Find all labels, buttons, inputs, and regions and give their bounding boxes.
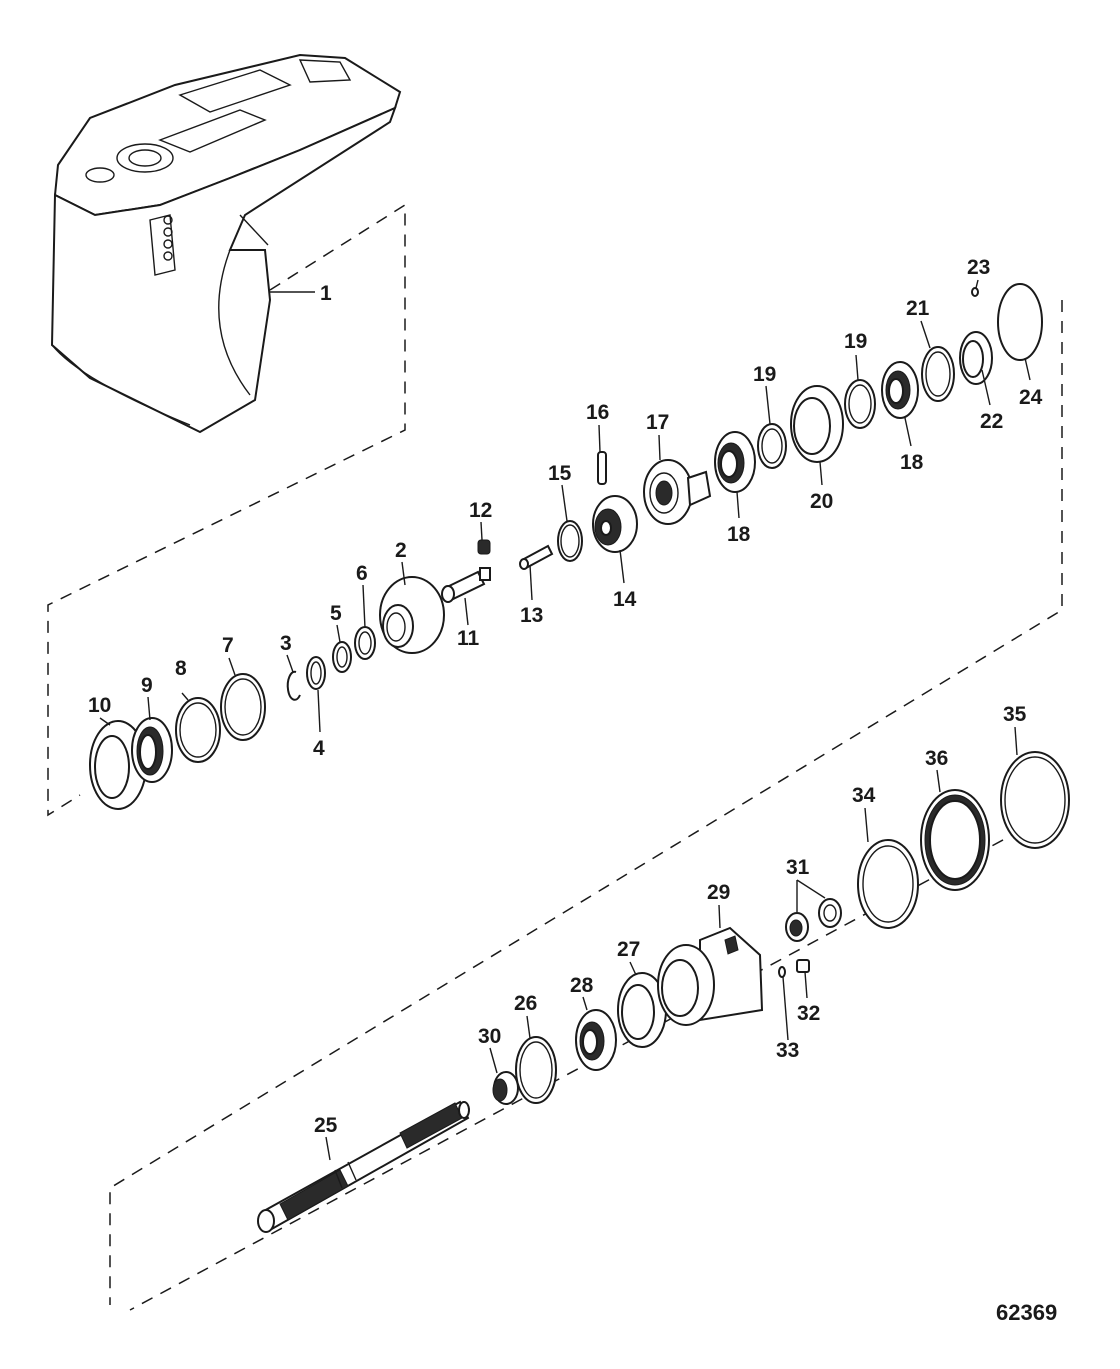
callout-25: 25 (314, 1114, 338, 1137)
callout-31: 31 (786, 856, 810, 879)
callout-5: 5 (330, 602, 342, 625)
part-19-ring-left (757, 423, 787, 469)
callout-2: 2 (395, 539, 407, 562)
part-32-fitting (796, 959, 810, 973)
callout-19a: 19 (753, 363, 776, 386)
callout-23: 23 (967, 256, 990, 279)
part-12-spring (477, 539, 491, 555)
part-18-bearing-left (714, 431, 756, 493)
callout-11: 11 (457, 627, 480, 650)
part-9-needle-bearing (131, 717, 173, 783)
part-13-shaft (519, 544, 554, 570)
part-5-washer (332, 641, 352, 673)
part-28-bearing (575, 1009, 617, 1071)
callout-7: 7 (222, 634, 234, 657)
callout-18a: 18 (727, 523, 751, 546)
part-25-propshaft (257, 1100, 470, 1233)
part-3-snap-ring (286, 670, 301, 701)
callout-15: 15 (548, 462, 572, 485)
callout-9: 9 (141, 674, 153, 697)
callout-13: 13 (520, 604, 543, 627)
callout-35: 35 (1003, 703, 1027, 726)
part-11-cam-follower (441, 567, 491, 603)
leader-lines (99, 279, 1031, 1161)
callout-32: 32 (797, 1002, 820, 1025)
callout-27: 27 (617, 938, 640, 961)
callout-29: 29 (707, 881, 730, 904)
callout-18b: 18 (900, 451, 924, 474)
callout-3: 3 (280, 632, 292, 655)
part-14-clutch (592, 495, 638, 553)
callout-17: 17 (646, 411, 669, 434)
callout-34: 34 (852, 784, 876, 807)
callout-12: 12 (469, 499, 492, 522)
part-2-gear (379, 576, 445, 654)
part-16-pin (597, 451, 607, 485)
callout-20: 20 (810, 490, 833, 513)
callout-36: 36 (925, 747, 948, 770)
part-31-seal-b (818, 898, 842, 928)
callout-4: 4 (313, 737, 325, 760)
part-30-needle-bearing (492, 1071, 519, 1105)
part-34-tab-washer (857, 839, 919, 929)
gear-housing (50, 53, 402, 434)
part-27-race (617, 972, 667, 1048)
callout-8: 8 (175, 657, 187, 680)
part-31-seal-a (785, 912, 809, 942)
part-15-oring (557, 520, 583, 562)
part-21-shim (921, 346, 955, 402)
figure-number: 62369 (996, 1300, 1057, 1325)
part-19-ring-right (844, 379, 876, 429)
callout-labels: 1 2 3 4 5 6 7 8 9 10 11 12 13 14 15 16 1… (88, 256, 1043, 1137)
callout-16: 16 (586, 401, 609, 424)
part-35-cover-nut (1000, 751, 1070, 849)
callout-30: 30 (478, 1025, 501, 1048)
callout-21: 21 (906, 297, 930, 320)
callout-24: 24 (1019, 386, 1043, 409)
part-33-washer (778, 966, 786, 978)
part-29-bearing-carrier (657, 926, 764, 1026)
callout-6: 6 (356, 562, 368, 585)
callout-10: 10 (88, 694, 111, 717)
callout-19b: 19 (844, 330, 867, 353)
part-23-ball (971, 287, 979, 297)
part-4-washer (306, 656, 326, 690)
part-18-bearing-right (881, 361, 919, 419)
part-17-gear (643, 459, 712, 525)
callout-1: 1 (320, 282, 332, 305)
callout-22: 22 (980, 410, 1003, 433)
part-24-oring (997, 283, 1043, 361)
callout-33: 33 (776, 1039, 799, 1062)
part-26-oring (515, 1036, 557, 1104)
callout-26: 26 (514, 992, 537, 1015)
callout-14: 14 (613, 588, 637, 611)
part-6-bearing (354, 626, 376, 660)
part-22-retainer (959, 331, 993, 385)
part-7-oring (220, 673, 266, 741)
part-8-shim (175, 697, 221, 763)
part-36-retainer-ring (920, 789, 990, 891)
part-20-race (790, 385, 844, 463)
callout-28: 28 (570, 974, 594, 997)
